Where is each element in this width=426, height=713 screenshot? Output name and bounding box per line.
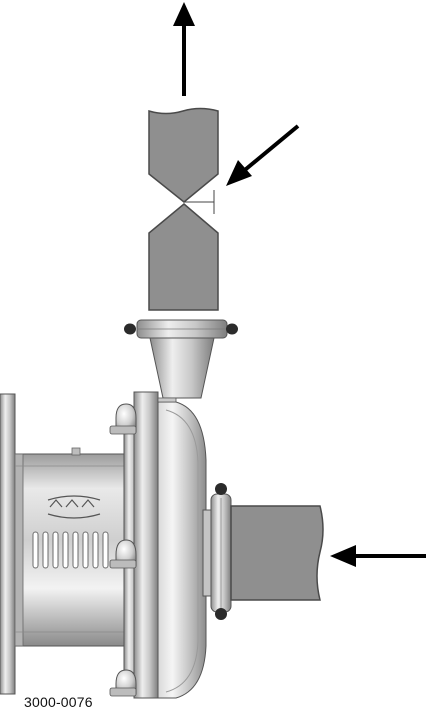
back-plate — [133, 391, 159, 699]
inlet-flow-arrow — [330, 545, 426, 567]
clamp-bolt-icon — [215, 608, 227, 620]
outlet-pipe — [148, 107, 219, 311]
clamp-bolt-icon — [215, 483, 227, 495]
motor-body — [14, 447, 134, 647]
brand-emblem — [47, 495, 101, 519]
cap-nut-icon — [109, 539, 137, 569]
cap-nut-icon — [109, 669, 137, 697]
cap-nut-icon — [109, 403, 137, 435]
outlet-nozzle — [149, 337, 215, 399]
clamp-bolt-icon — [124, 323, 136, 335]
figure-reference-code: 3000-0076 — [24, 694, 93, 710]
motor-flange — [0, 393, 16, 695]
outlet-flow-arrow — [173, 2, 195, 96]
clamp-bolt-icon — [226, 323, 238, 335]
pump-casing — [157, 397, 207, 699]
vent-slots — [32, 531, 109, 569]
outlet-clamp — [124, 319, 238, 339]
inlet-clamp — [202, 483, 232, 620]
inlet-pipe — [230, 505, 324, 601]
valve-gap-marker — [184, 190, 215, 214]
valve-pointer-arrow — [226, 124, 300, 186]
